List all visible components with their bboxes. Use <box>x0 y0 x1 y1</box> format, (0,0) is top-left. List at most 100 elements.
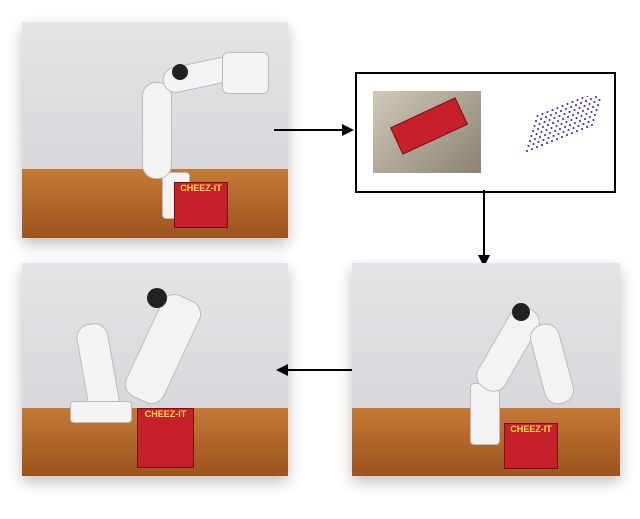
point <box>552 122 554 124</box>
robot-base <box>470 383 500 445</box>
point <box>527 145 530 147</box>
point <box>585 100 587 102</box>
point <box>590 111 593 113</box>
point <box>589 116 591 118</box>
point <box>536 115 539 117</box>
point <box>542 126 544 128</box>
point <box>549 132 551 134</box>
point <box>591 124 593 126</box>
point <box>585 113 588 115</box>
robot-joint <box>147 288 167 308</box>
point <box>593 101 596 103</box>
point <box>551 109 554 111</box>
cracker-box: CHEEZ-IT <box>174 182 228 228</box>
point <box>526 150 528 152</box>
point <box>556 107 559 109</box>
point <box>595 96 597 98</box>
robot-gripper <box>70 401 132 423</box>
robot-link <box>142 82 172 179</box>
point <box>598 99 601 101</box>
point <box>561 105 564 107</box>
point <box>572 114 574 116</box>
point <box>581 128 583 130</box>
point <box>534 138 536 140</box>
point <box>567 129 570 131</box>
point <box>578 107 581 109</box>
robot-joint <box>172 64 188 80</box>
point <box>544 134 546 136</box>
point <box>566 103 569 105</box>
point-cloud <box>526 96 601 152</box>
point <box>573 109 576 111</box>
box-label: CHEEZ-IT <box>144 409 187 419</box>
point <box>559 128 561 130</box>
point <box>570 106 572 108</box>
point <box>535 120 537 122</box>
point <box>546 111 549 113</box>
point <box>565 108 567 110</box>
point <box>580 102 582 104</box>
point <box>576 99 579 101</box>
point <box>532 130 534 132</box>
point <box>584 118 586 120</box>
point <box>595 109 598 111</box>
point <box>539 136 541 138</box>
point <box>576 130 578 132</box>
point <box>551 140 553 142</box>
point <box>532 143 535 145</box>
photo-robot-initial: CHEEZ-IT <box>22 22 288 238</box>
arrow-down <box>483 190 485 256</box>
point <box>557 120 559 122</box>
point <box>543 121 546 123</box>
point <box>553 117 556 119</box>
point <box>538 123 541 125</box>
point <box>537 141 540 143</box>
point <box>547 137 550 139</box>
point <box>541 113 544 115</box>
point <box>571 132 573 134</box>
point <box>564 126 566 128</box>
point <box>562 131 565 133</box>
cracker-box-crop <box>373 91 481 173</box>
point <box>581 97 584 99</box>
arrow-right <box>274 129 344 131</box>
point <box>592 119 595 121</box>
point <box>554 130 556 132</box>
robot-joint <box>512 303 530 321</box>
point <box>547 124 549 126</box>
point <box>577 125 580 127</box>
point <box>541 144 543 146</box>
point <box>572 127 575 129</box>
point <box>566 134 568 136</box>
point <box>550 114 552 116</box>
perception-box <box>355 72 616 193</box>
point <box>588 103 591 105</box>
point <box>560 123 563 125</box>
arrow-left-head <box>276 364 288 376</box>
point <box>586 126 588 128</box>
point <box>557 133 560 135</box>
point <box>536 146 538 148</box>
point <box>594 114 596 116</box>
box-label: CHEEZ-IT <box>510 424 552 434</box>
cracker-box: CHEEZ-IT <box>137 408 194 468</box>
point <box>548 119 551 121</box>
point <box>556 138 558 140</box>
table <box>22 168 288 238</box>
point <box>565 121 568 123</box>
point <box>575 117 578 119</box>
point <box>555 125 558 127</box>
point <box>546 142 548 144</box>
photo-robot-grasp: CHEEZ-IT <box>22 263 288 476</box>
arrow-right-head <box>342 124 354 136</box>
point <box>586 96 589 97</box>
robot-link <box>526 320 578 408</box>
point <box>540 131 543 133</box>
point <box>568 111 571 113</box>
point <box>545 129 548 131</box>
point <box>580 115 583 117</box>
point <box>542 139 545 141</box>
point <box>569 124 571 126</box>
point <box>531 148 533 150</box>
point <box>550 127 553 129</box>
